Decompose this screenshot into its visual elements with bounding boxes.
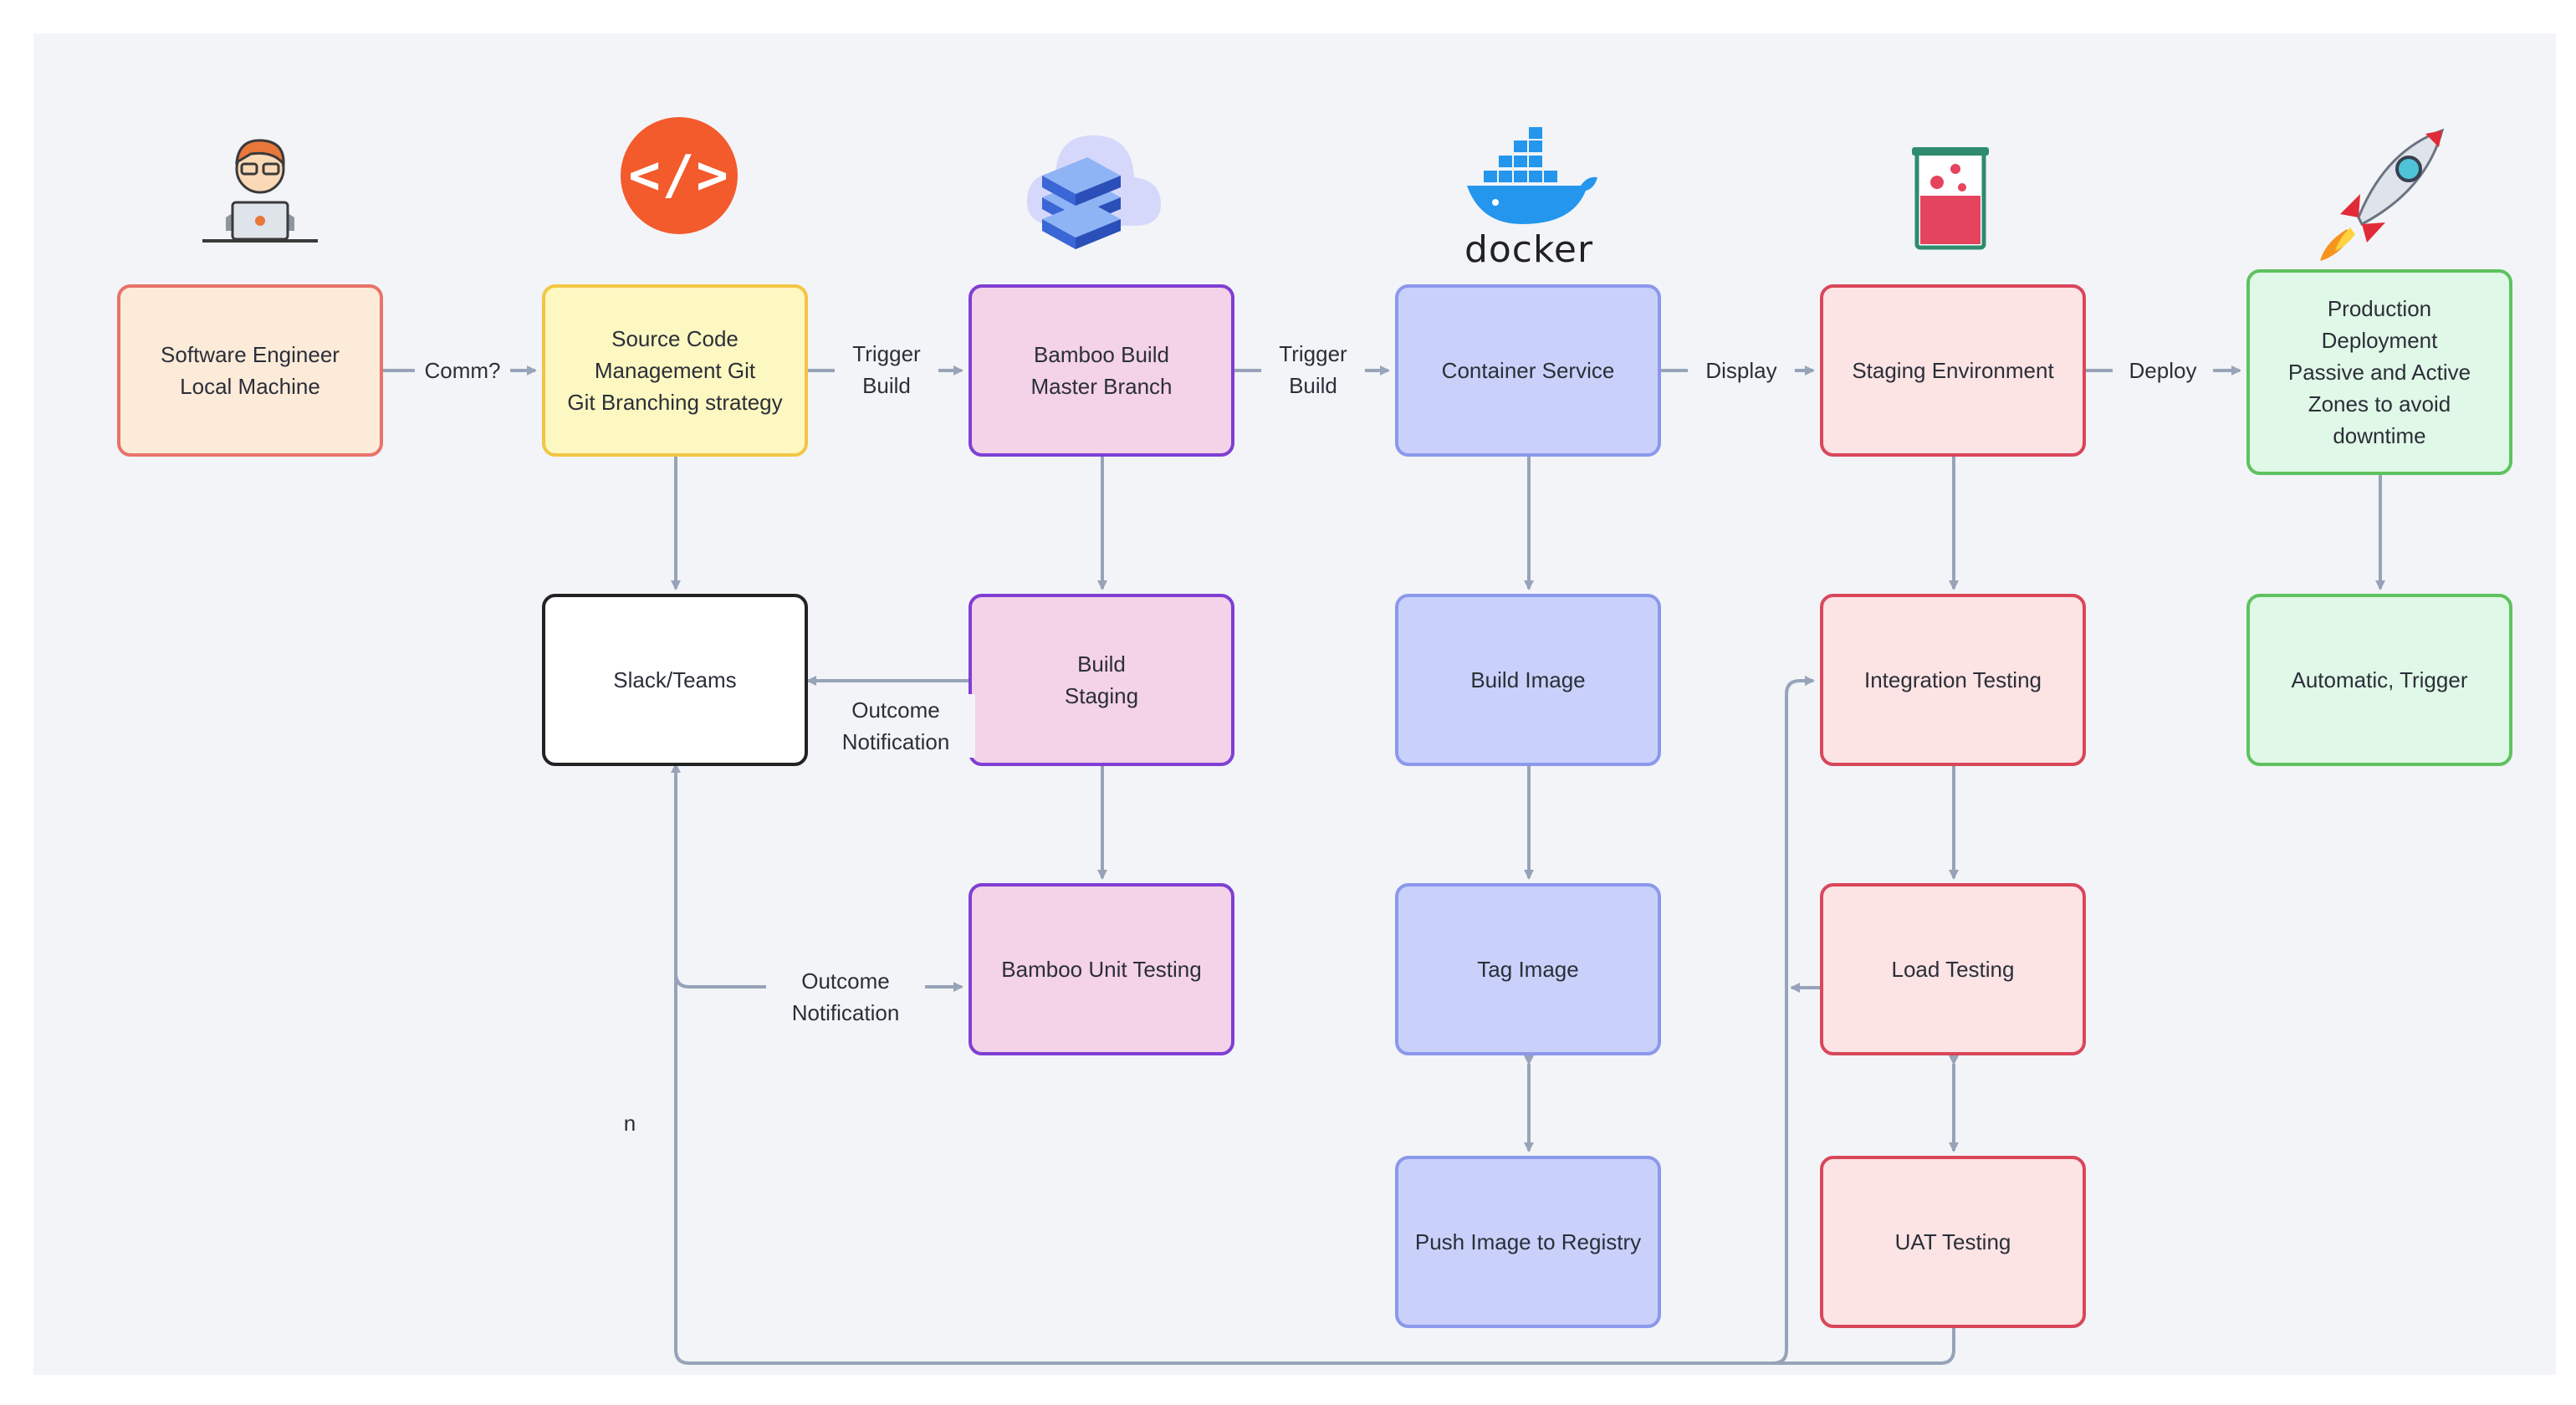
node-automatic-trigger[interactable]: Automatic, Trigger xyxy=(2246,594,2512,766)
node-slack-teams[interactable]: Slack/Teams xyxy=(542,594,808,766)
docker-icon: docker xyxy=(1455,127,1602,278)
edge-label-outcome-notification-1: Outcome Notification xyxy=(816,694,975,758)
node-load-testing[interactable]: Load Testing xyxy=(1820,883,2086,1055)
edge-label-trigger-build-2: Trigger Build xyxy=(1261,338,1365,401)
node-uat-testing[interactable]: UAT Testing xyxy=(1820,1156,2086,1328)
node-integration-testing[interactable]: Integration Testing xyxy=(1820,594,2086,766)
test-beaker-icon xyxy=(1912,147,1989,250)
node-push-image[interactable]: Push Image to Registry xyxy=(1395,1156,1661,1328)
diagram-canvas: </> dock xyxy=(33,33,2556,1375)
node-software-engineer[interactable]: Software Engineer Local Machine xyxy=(117,284,383,457)
code-icon-symbol: </> xyxy=(628,145,730,207)
rocket-icon xyxy=(2320,128,2445,261)
edge-uat-loop-to-slack xyxy=(671,763,1955,1365)
node-staging-environment[interactable]: Staging Environment xyxy=(1820,284,2086,457)
node-build-image[interactable]: Build Image xyxy=(1395,594,1661,766)
docker-whale-icon xyxy=(1467,127,1597,224)
edge-label-display: Display xyxy=(1688,355,1795,386)
edge-label-deploy: Deploy xyxy=(2113,355,2213,386)
developer-icon xyxy=(202,139,318,243)
edge-label-comm: Comm? xyxy=(415,355,510,386)
node-bamboo-unit-testing[interactable]: Bamboo Unit Testing xyxy=(969,883,1234,1055)
node-container-service[interactable]: Container Service xyxy=(1395,284,1661,457)
edge-label-outcome-notification-2: Outcome Notification xyxy=(766,965,925,1029)
edges-layer xyxy=(383,365,2385,1365)
code-icon: </> xyxy=(621,117,738,234)
node-source-code[interactable]: Source Code Management Git Git Branching… xyxy=(542,284,808,457)
stray-label: n xyxy=(623,1111,636,1136)
edge-label-trigger-build-1: Trigger Build xyxy=(835,338,938,401)
edge-loop-to-integration xyxy=(1772,676,1815,1365)
docker-wordmark: docker xyxy=(1464,228,1594,271)
node-bamboo-build[interactable]: Bamboo Build Master Branch xyxy=(969,284,1234,457)
node-tag-image[interactable]: Tag Image xyxy=(1395,883,1661,1055)
node-build-staging[interactable]: Build Staging xyxy=(969,594,1234,766)
cloud-server-icon xyxy=(1026,135,1161,249)
node-production-deployment[interactable]: Production Deployment Passive and Active… xyxy=(2246,269,2512,475)
